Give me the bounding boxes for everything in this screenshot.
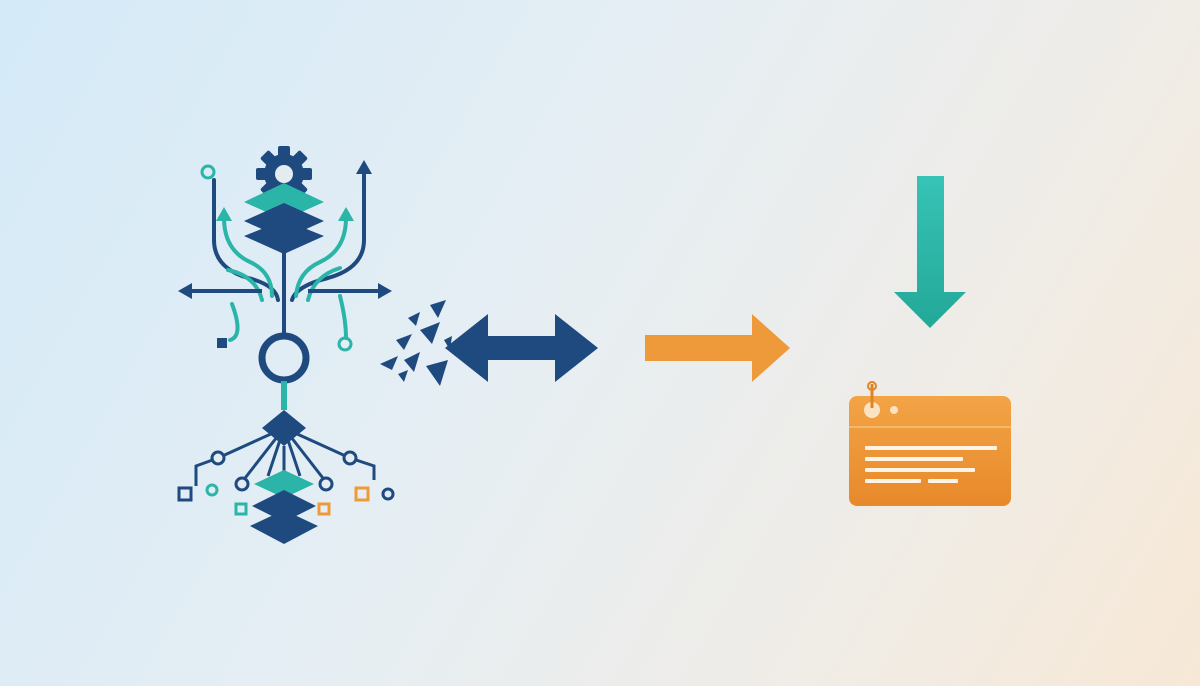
double-headed-arrow-icon bbox=[445, 314, 598, 382]
right-arrow-icon bbox=[645, 314, 790, 382]
layers-stack-top bbox=[244, 183, 324, 254]
navy-square-node bbox=[217, 338, 227, 348]
shatter-fragments-icon bbox=[380, 300, 452, 386]
teal-node-right bbox=[337, 336, 353, 352]
down-arrow-icon bbox=[894, 176, 966, 328]
hub-ring bbox=[258, 332, 310, 384]
app-window-icon bbox=[849, 381, 1011, 506]
inner-teal-arrows bbox=[222, 216, 348, 342]
bottom-fan bbox=[177, 410, 395, 516]
layers-stack-bottom bbox=[250, 470, 318, 544]
teal-node-top-left bbox=[200, 164, 216, 180]
network-hierarchy-icon bbox=[177, 146, 395, 544]
